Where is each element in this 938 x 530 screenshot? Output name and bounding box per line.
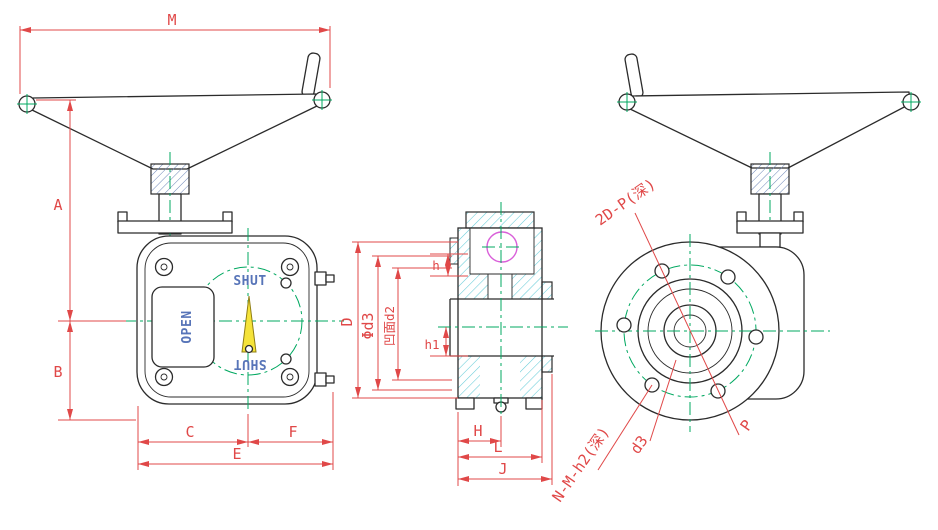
corner-bolt-bl [154,367,174,387]
rim-centermarks-rear [617,92,921,112]
mounting-bracket-rear [736,211,804,248]
dim-label-D: D [338,317,356,326]
dimension-M: M [19,11,331,94]
face-hole-br [280,353,292,365]
flange-hole-2 [720,269,736,285]
flange-hole-4 [748,329,764,345]
center-channel-cavity [488,274,512,299]
dim-label-F: F [288,423,297,441]
worm-chamber-cavity [470,228,534,274]
section-view: D Φd3 凹面d2 h h1 H [338,202,568,486]
dim-label-M: M [167,11,176,29]
dim-label-h: h [432,258,440,273]
bracket-plate [117,220,233,234]
dimension-h1: h1 [424,327,468,357]
corner-bolt-tl [154,257,174,277]
dimension-E: E [138,445,333,467]
dim-label-A: A [53,196,62,214]
shut-label-bottom: SHUT [233,356,266,371]
handwheel-rear [617,53,921,258]
dim-label-h1: h1 [424,337,439,352]
front-view: SHUT OPEN SHUT M A B C [17,11,344,470]
dim-label-H: H [473,422,482,440]
dim-label-C: C [185,423,194,441]
stem-lower-rear [759,232,781,248]
dimension-concave-d2: 凹面d2 [382,267,452,381]
indicator-plate [151,286,215,368]
corner-bolt-br [280,367,300,387]
open-label: OPEN [180,310,195,343]
dim-label-L: L [493,438,502,456]
dimension-D: D [338,241,458,399]
stop-bolt-upper [314,271,335,286]
dimension-J: J [458,374,553,485]
foot-right [525,397,543,410]
dim-label-E: E [232,445,241,463]
dimension-phi-d3: Φd3 [359,255,452,391]
dim-label-B: B [53,363,62,381]
face-hole-tr [280,277,292,289]
dimension-C: C [137,406,249,470]
channel-lines [470,273,534,299]
dimension-B: B [53,321,136,421]
dim-label-concave-d2: 凹面d2 [382,306,397,346]
handwheel-front [17,52,332,252]
pointer-pivot [244,344,254,354]
dim-label-phi-d3: Φd3 [359,312,377,339]
dimension-h: h [430,253,468,277]
foot-left [455,397,475,410]
bracket-plate-rear [736,220,804,234]
lower-cavity [480,356,520,398]
body-inner-line [144,242,310,398]
stop-bolt-lower [314,372,335,387]
dimension-L: L [458,400,543,463]
shut-label-top: SHUT [233,274,266,289]
mounting-bracket-front [117,211,233,234]
flange-hole-3 [616,317,632,333]
dim-label-J: J [498,460,507,478]
rear-view: 2D-P(深) P N-M-h2(深) d3 [549,53,921,505]
gearbox-body-front: SHUT OPEN SHUT [123,228,344,412]
dimension-H: H [457,412,502,486]
corner-bolt-tr [280,257,300,277]
top-cap-section [465,211,535,229]
dimension-F: F [248,392,334,470]
rim-centermarks [17,90,332,114]
